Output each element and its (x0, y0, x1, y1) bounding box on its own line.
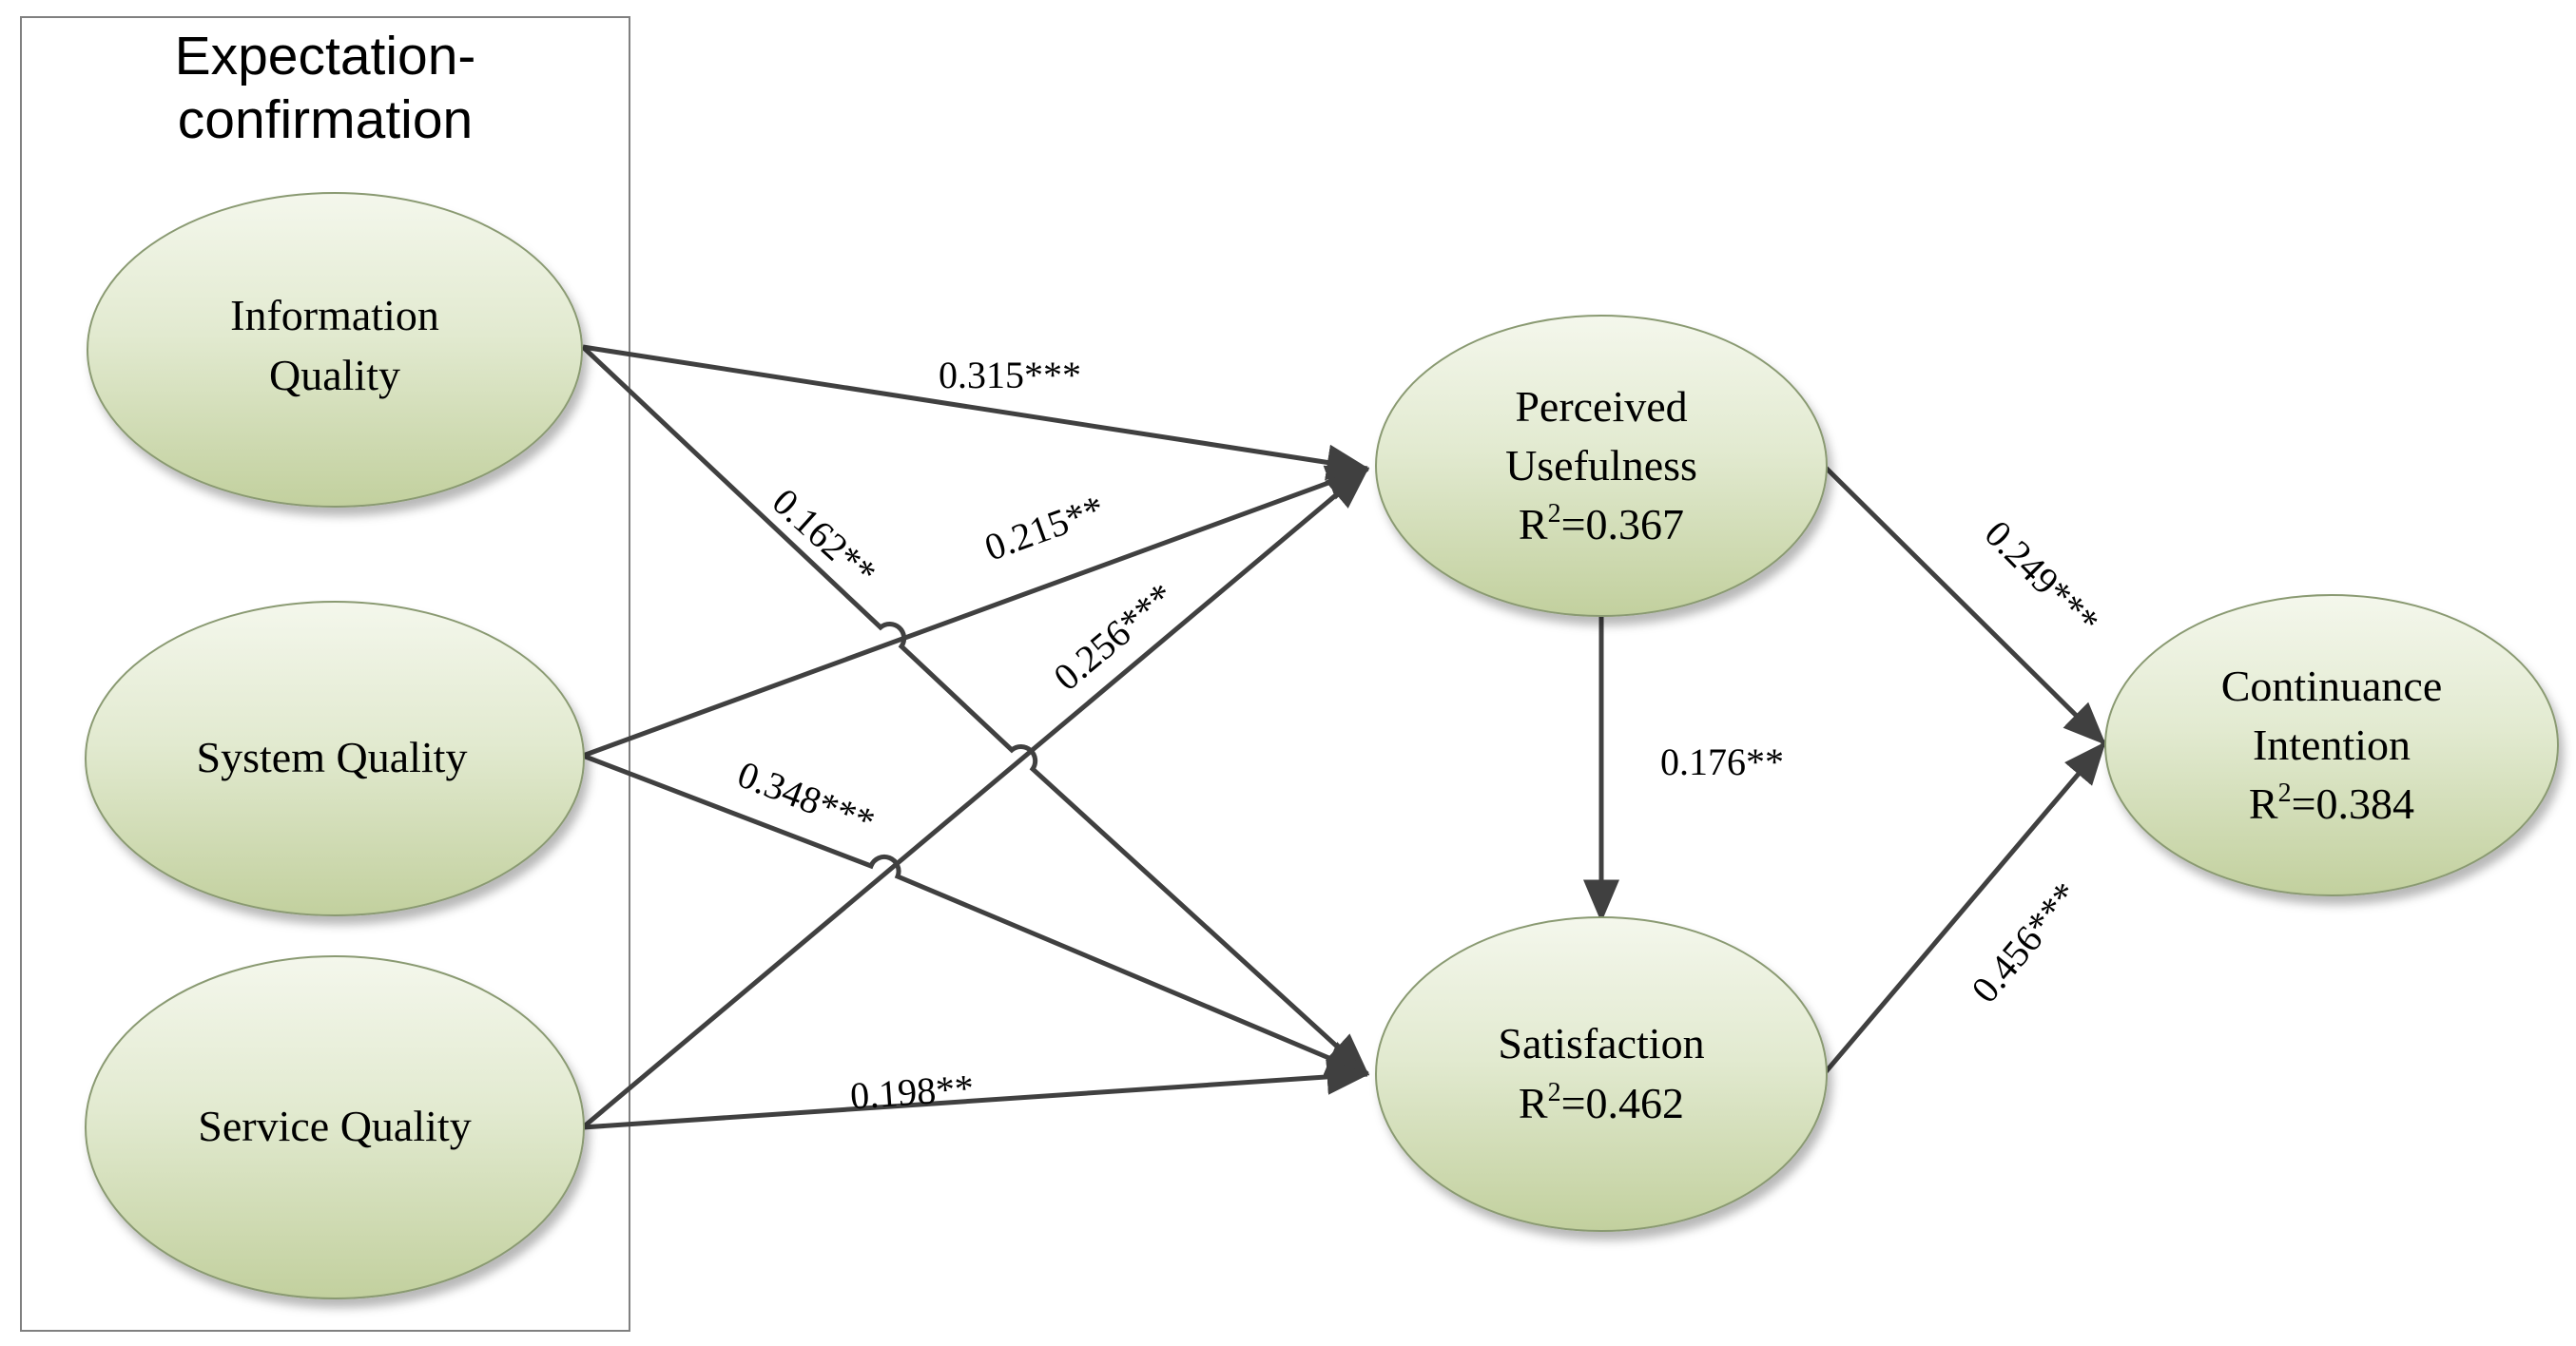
node-service-quality-label: Service Quality (198, 1102, 471, 1150)
box-title-line2: confirmation (178, 89, 473, 150)
node-information-quality: Information Quality (87, 192, 583, 508)
r2-superscript: 2 (1548, 1078, 1561, 1107)
arrow-svq-sat (582, 1058, 1370, 1130)
r2-prefix: R (2249, 779, 2278, 828)
arrow-iq-sat (581, 345, 1369, 1076)
expectation-confirmation-box (20, 16, 630, 1332)
node-continuance-intention-line1: Continuance (2221, 662, 2443, 710)
node-continuance-intention-r2: R2=0.384 (2249, 779, 2414, 828)
r2-prefix: R (1519, 500, 1548, 548)
r2-superscript: 2 (1548, 499, 1561, 529)
arrow-pu-ci (1822, 464, 2106, 745)
node-information-quality-line2: Quality (269, 351, 400, 399)
arrow-svq-pu (581, 467, 1369, 1129)
node-service-quality: Service Quality (85, 955, 585, 1299)
node-system-quality-label: System Quality (197, 733, 468, 781)
arrow-sat-ci (1822, 741, 2106, 1076)
label-sat-ci: 0.456*** (1963, 874, 2087, 1010)
node-satisfaction-r2: R2=0.462 (1519, 1078, 1684, 1127)
label-pu-sat: 0.176** (1660, 740, 1784, 783)
r2-value: =0.462 (1561, 1079, 1684, 1127)
node-perceived-usefulness-line2: Usefulness (1505, 441, 1697, 490)
box-title-line1: Expectation- (175, 26, 476, 87)
r2-value: =0.367 (1561, 500, 1684, 548)
label-iq-pu: 0.315*** (939, 354, 1081, 396)
label-pu-ci: 0.249*** (1977, 512, 2108, 644)
node-perceived-usefulness-r2: R2=0.367 (1519, 499, 1684, 548)
label-sq-pu: 0.215** (979, 487, 1111, 569)
label-svq-sat: 0.198** (849, 1067, 976, 1118)
node-satisfaction: Satisfaction R2=0.462 (1375, 916, 1828, 1232)
node-satisfaction-line1: Satisfaction (1498, 1019, 1704, 1067)
node-information-quality-line1: Information (230, 291, 439, 339)
label-sq-sat: 0.348*** (732, 753, 881, 844)
r2-superscript: 2 (2278, 779, 2292, 808)
arrow-iq-pu (582, 344, 1370, 481)
r2-value: =0.384 (2292, 779, 2414, 828)
arrow-sq-sat (582, 753, 1370, 1077)
r2-prefix: R (1519, 1079, 1548, 1127)
node-continuance-intention: Continuance Intention R2=0.384 (2104, 594, 2559, 896)
node-system-quality: System Quality (85, 601, 585, 916)
node-continuance-intention-line2: Intention (2253, 721, 2411, 769)
node-perceived-usefulness: Perceived Usefulness R2=0.367 (1375, 315, 1828, 617)
arrow-sq-pu (582, 465, 1370, 759)
node-perceived-usefulness-line1: Perceived (1515, 382, 1687, 431)
